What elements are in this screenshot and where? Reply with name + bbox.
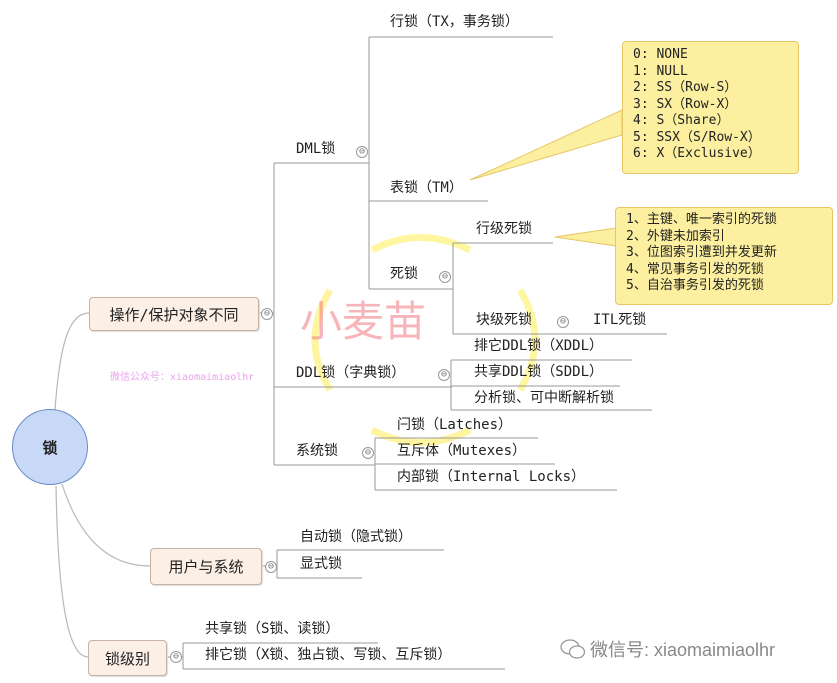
callout-tm-modes: 0: NONE 1: NULL 2: SS（Row-S） 3: SX（Row-X… [622,41,799,174]
link-root-operation [54,312,90,411]
callout-row-deadlock-causes: 1、主键、唯一索引的死锁 2、外键未加索引 3、位图索引遭到并发更新 4、常见事… [615,207,833,305]
wechat-watermark: 微信号: xiaomaimiaolhr [590,640,776,660]
wechat-icon [560,639,586,659]
callout-line: 3、位图索引遭到并发更新 [626,245,777,260]
callout-line: 0: NONE [633,47,688,62]
collapse-toggle-icon[interactable]: ⊖ [557,316,569,328]
watermark-logo: 小麦苗 [300,297,427,346]
node-internal-locks[interactable]: 内部锁（Internal Locks） [397,469,586,485]
callout-line: 3: SX（Row-X） [633,96,738,112]
node-mutexes[interactable]: 互斥体（Mutexes） [397,443,527,459]
collapse-toggle-icon[interactable]: ⊖ [261,308,273,320]
node-xddl[interactable]: 排它DDL锁（XDDL） [474,338,604,354]
node-label: 锁级别 [104,649,150,668]
callout-line: 2: SS（Row-S） [633,80,738,95]
collapse-toggle-icon[interactable]: ⊖ [356,146,368,158]
callout-line: 5: SSX（S/Row-X） [633,129,761,145]
node-sddl[interactable]: 共享DDL锁（SDDL） [474,364,604,380]
link-root-level [55,485,89,658]
callout-line: 6: X（Exclusive） [633,146,761,161]
node-operation[interactable]: 操作/保护对象不同 [89,297,259,331]
callout-pointer [554,227,617,247]
watermark-subtext: 微信公众号：xiaomaimiaolhr [110,372,255,383]
node-latches[interactable]: 闩锁（Latches） [397,417,513,433]
root-node[interactable]: 锁 [12,409,88,485]
collapse-toggle-icon[interactable]: ⊖ [438,369,450,381]
node-deadlock[interactable]: 死锁 [390,266,418,282]
node-shared-lock[interactable]: 共享锁（S锁、读锁） [205,621,340,637]
root-label: 锁 [42,438,58,457]
node-level[interactable]: 锁级别 [88,640,167,676]
node-system-lock[interactable]: 系统锁 [296,443,338,459]
node-row-deadlock[interactable]: 行级死锁 [476,221,532,237]
collapse-toggle-icon[interactable]: ⊖ [170,651,182,663]
callout-line: 4、常见事务引发的死锁 [626,261,764,277]
node-table-lock[interactable]: 表锁（TM） [390,180,463,196]
node-auto-lock[interactable]: 自动锁（隐式锁） [300,529,412,545]
node-label: 操作/保护对象不同 [109,305,239,324]
node-exclusive-lock[interactable]: 排它锁（X锁、独占锁、写锁、互斥锁） [205,647,452,663]
node-block-deadlock[interactable]: 块级死锁 [476,312,532,328]
callout-pointer [469,109,623,181]
callout-line: 2、外键未加索引 [626,228,725,244]
node-label: 用户与系统 [168,558,244,576]
collapse-toggle-icon[interactable]: ⊖ [265,561,277,573]
node-ddl[interactable]: DDL锁（字典锁） [296,365,406,381]
node-explicit-lock[interactable]: 显式锁 [300,556,342,572]
node-user-system[interactable]: 用户与系统 [150,548,262,585]
collapse-toggle-icon[interactable]: ⊖ [439,271,451,283]
node-dml[interactable]: DML锁 [296,141,336,157]
callout-line: 4: S（Share） [633,113,730,128]
collapse-toggle-icon[interactable]: ⊖ [362,447,374,459]
node-row-lock[interactable]: 行锁（TX，事务锁） [390,14,519,30]
callout-line: 1: NULL [633,63,688,79]
node-itl-deadlock[interactable]: ITL死锁 [593,312,647,328]
node-parse-lock[interactable]: 分析锁、可中断解析锁 [474,390,614,406]
callout-line: 1、主键、唯一索引的死锁 [626,212,777,227]
link-root-user [61,483,151,567]
callout-line: 5、自治事务引发的死锁 [626,278,764,293]
watermark-glow [311,234,539,446]
